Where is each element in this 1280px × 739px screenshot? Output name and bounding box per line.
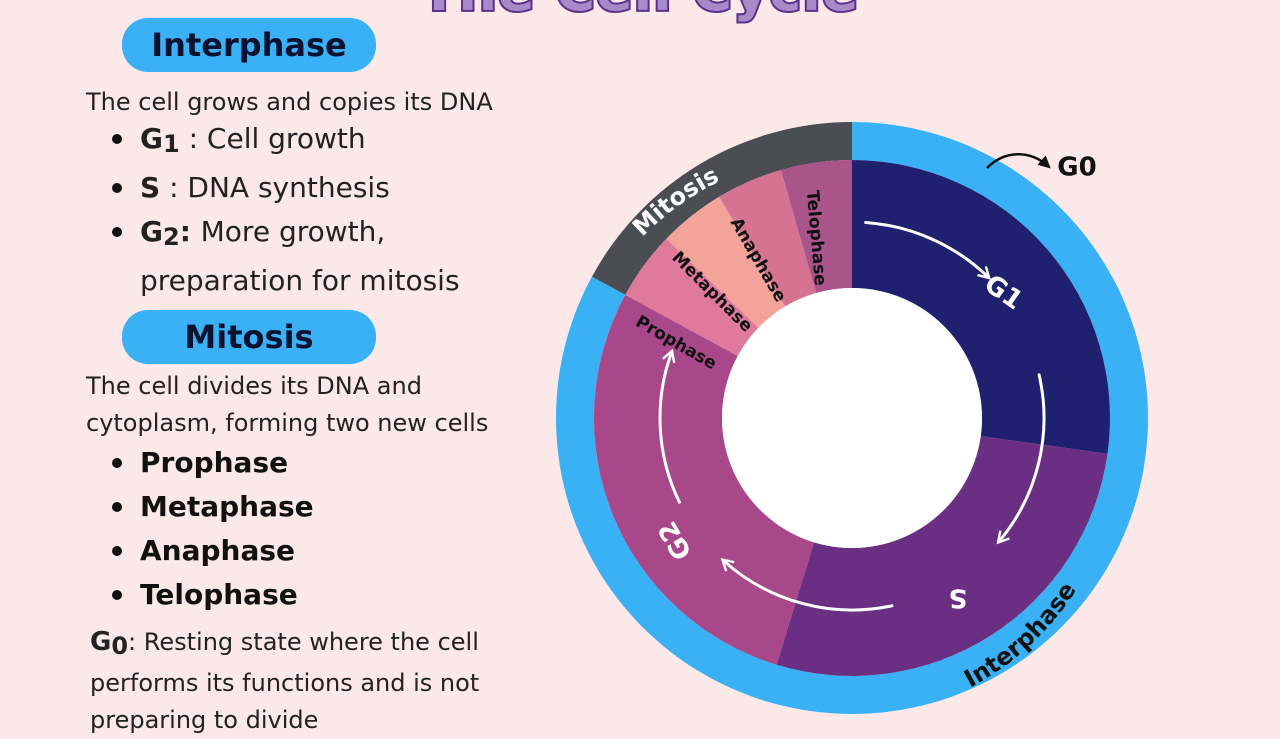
mitosis-phase-list: Prophase Metaphase Anaphase Telophase bbox=[110, 441, 314, 617]
g2-symbol: G2 bbox=[140, 215, 180, 251]
cycle-arrows bbox=[658, 153, 1051, 612]
segment-telophase bbox=[780, 160, 852, 294]
outer-ring-mitosis bbox=[591, 122, 853, 295]
g2-text: More growth, preparation for mitosis bbox=[140, 215, 460, 297]
list-item-s: S : DNA synthesis bbox=[110, 166, 530, 210]
mitosis-heading: Mitosis bbox=[122, 310, 376, 364]
outer-ring bbox=[556, 122, 1148, 714]
list-item-anaphase: Anaphase bbox=[110, 529, 314, 573]
segment-metaphase bbox=[666, 196, 786, 328]
g1-symbol: G1 bbox=[140, 122, 180, 158]
list-item-prophase: Prophase bbox=[110, 441, 314, 485]
segment-anaphase bbox=[719, 169, 817, 307]
interphase-description: The cell grows and copies its DNA bbox=[86, 88, 493, 116]
g0-arrow bbox=[986, 153, 1051, 169]
page-title: The Cell Cycle bbox=[0, 0, 1280, 24]
g0-symbol: G0 bbox=[90, 627, 129, 660]
arrow-g2 bbox=[720, 558, 894, 612]
arrow-to-mitosis bbox=[658, 348, 681, 504]
s-text: DNA synthesis bbox=[187, 171, 390, 204]
list-item-g2: G2: More growth, preparation for mitosis bbox=[110, 210, 530, 303]
mitosis-description: The cell divides its DNA and cytoplasm, … bbox=[86, 372, 489, 437]
segment-s bbox=[776, 436, 1108, 676]
arrow-g1 bbox=[864, 220, 991, 280]
center-hole bbox=[722, 288, 982, 548]
g1-text: Cell growth bbox=[206, 122, 366, 155]
list-item-telophase: Telophase bbox=[110, 573, 314, 617]
s-symbol: S bbox=[140, 171, 161, 204]
list-item-g1: G1 : Cell growth bbox=[110, 117, 530, 166]
list-item-metaphase: Metaphase bbox=[110, 485, 314, 529]
segment-label-s: S bbox=[949, 583, 968, 613]
g0-label: G0 bbox=[1057, 153, 1096, 183]
interphase-list: G1 : Cell growth S : DNA synthesis G2: M… bbox=[110, 117, 530, 303]
interphase-heading: Interphase bbox=[122, 18, 376, 72]
segment-g2 bbox=[594, 294, 814, 665]
segment-prophase bbox=[625, 238, 759, 356]
arrow-s bbox=[996, 373, 1046, 545]
